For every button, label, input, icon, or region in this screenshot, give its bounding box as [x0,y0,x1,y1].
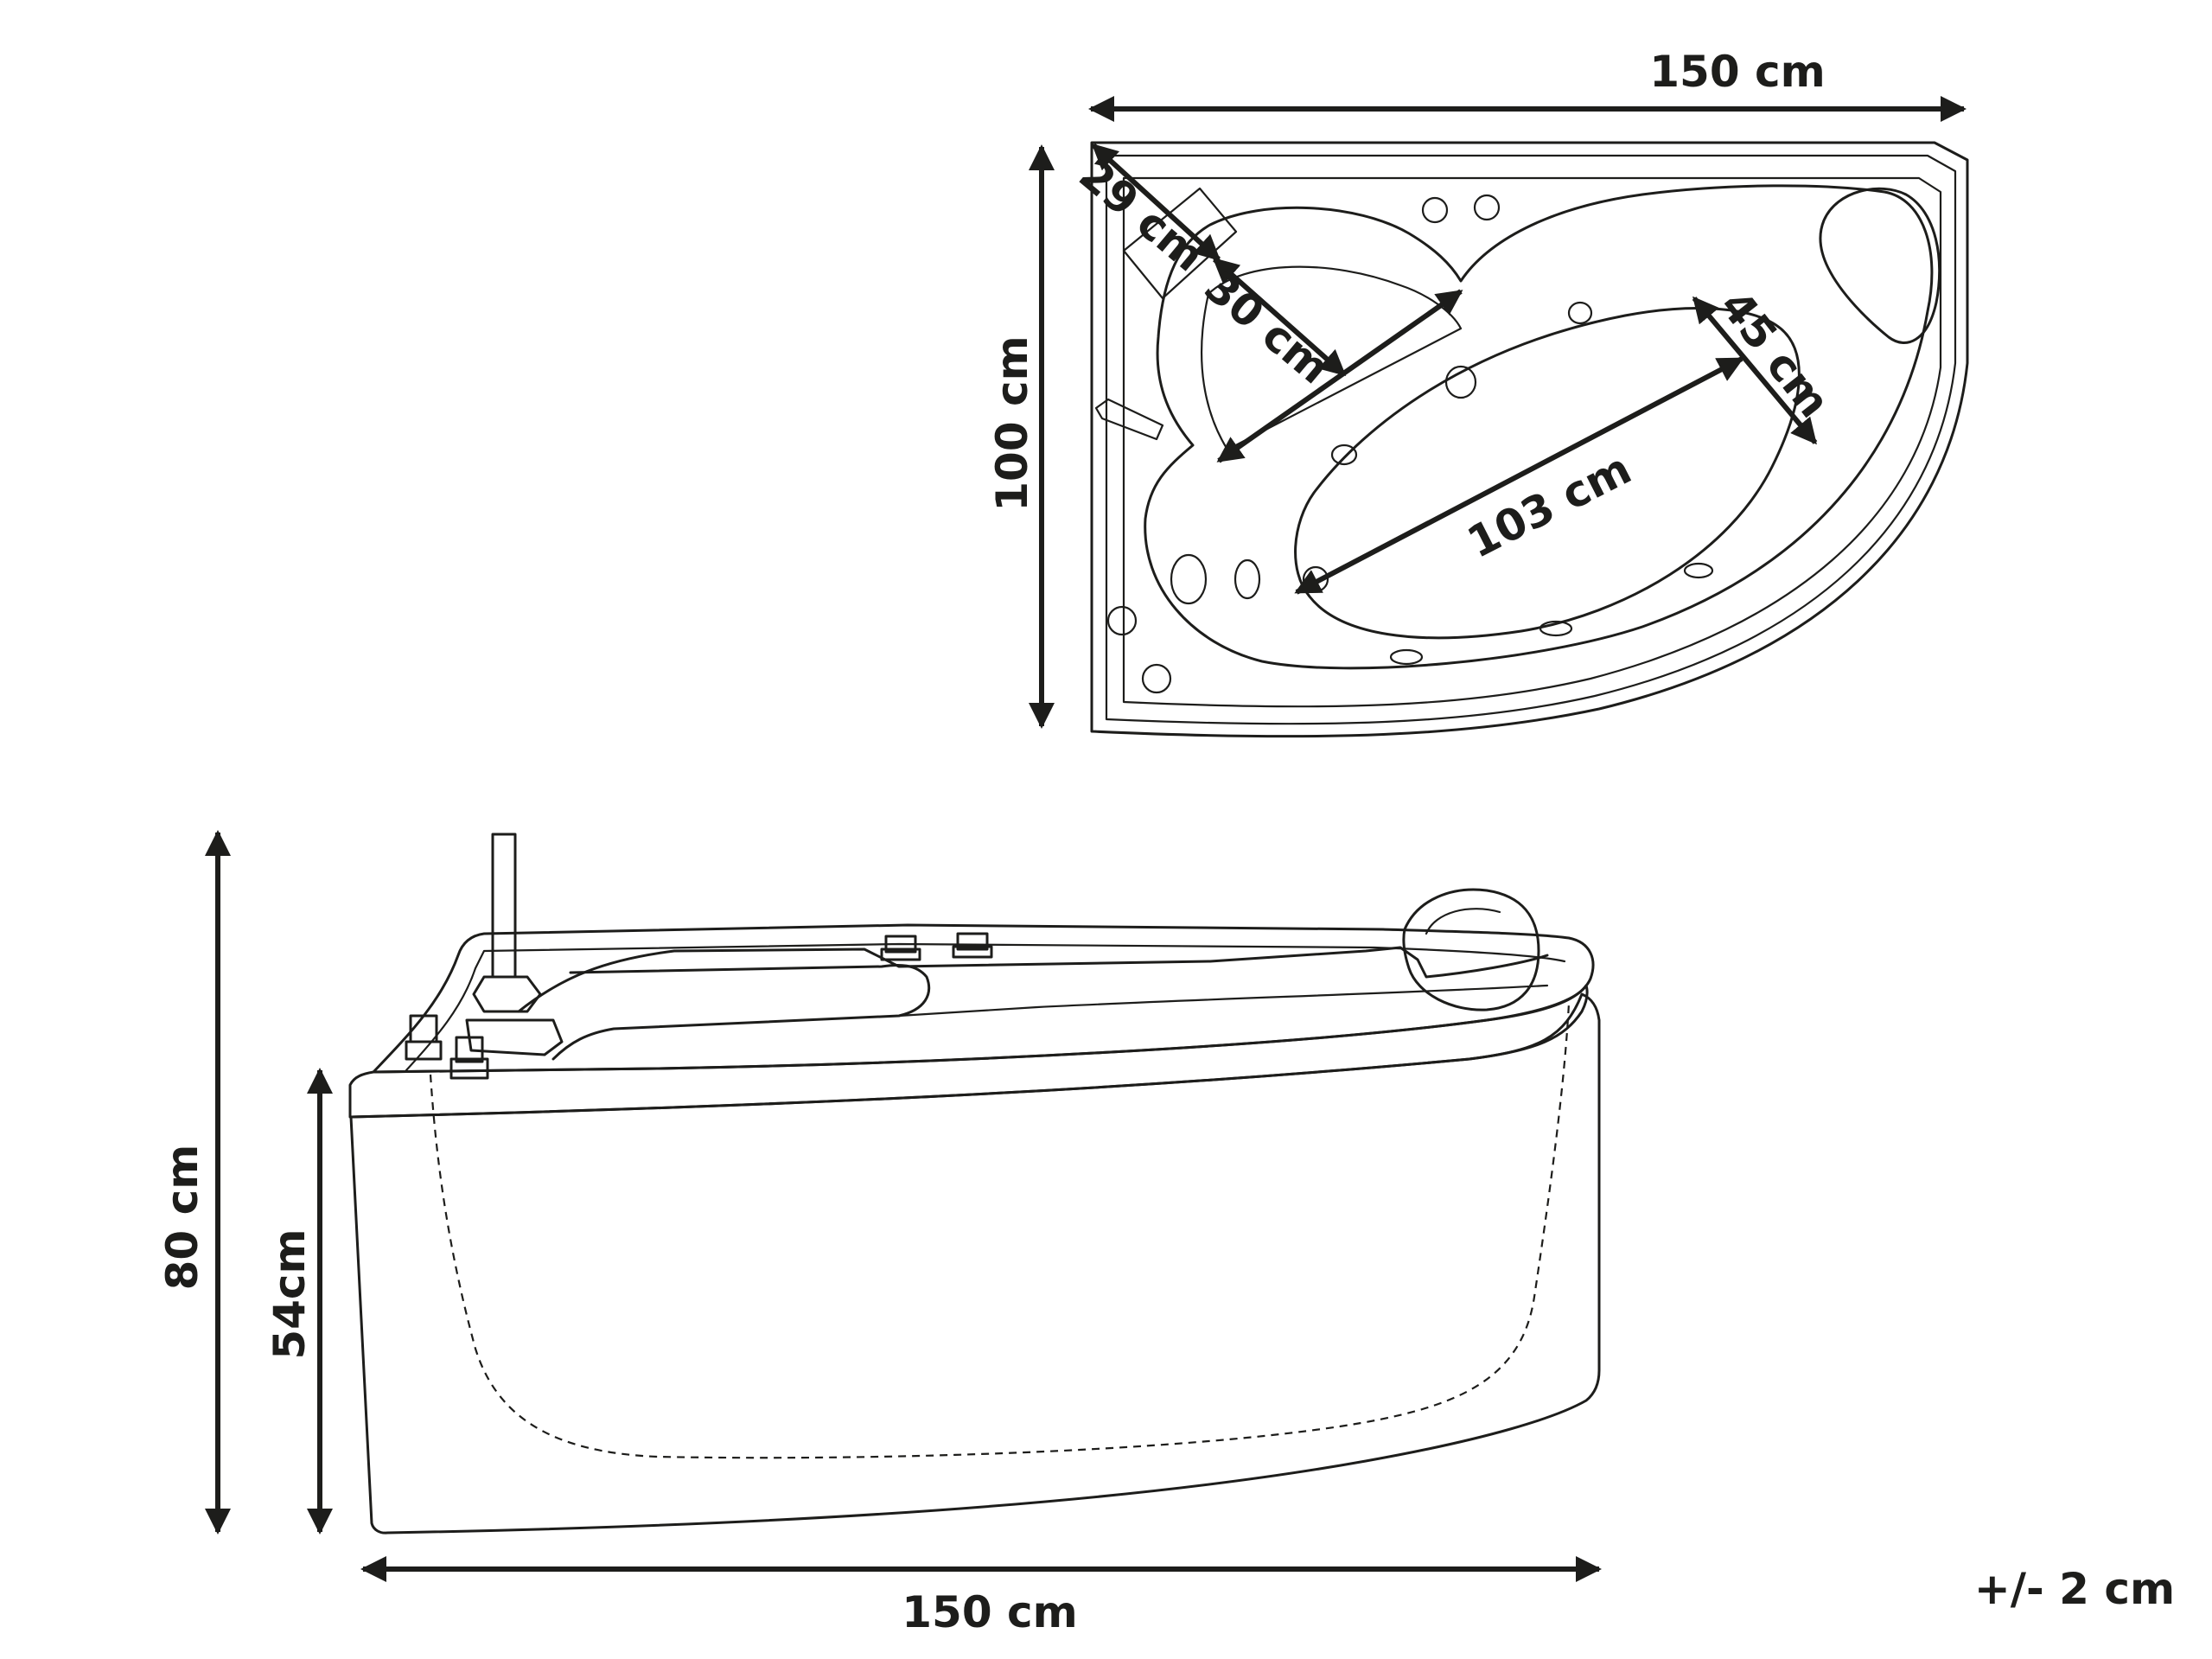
tub-inner-line [897,984,1549,1018]
hidden-basin-line [429,1002,1571,1459]
tub-outer-rim [1090,141,1969,738]
side-length-label: 150 cm [902,1587,1078,1637]
tub-inner-basin [1294,307,1801,640]
tub-deck-inner [405,942,1566,1072]
dim-45-arrow [1692,296,1818,445]
tub-basin-opening [517,946,1549,1013]
headrest [1819,187,1941,344]
dim-103-arrow [1294,356,1744,595]
knob-icon [1106,194,1501,694]
tub-inner-rim [1105,154,1957,725]
tub-deck [1122,176,1942,708]
tub-basin [1144,184,1934,670]
side-headrest [1402,888,1540,1011]
tub-body [349,992,1601,1535]
top-depth-label: 100 cm [987,335,1037,512]
side-view-drawing: 80 cm 54cm 150 cm [157,830,1602,1637]
side-height-total-label: 80 cm [157,1145,207,1291]
side-height-tub-label: 54cm [265,1228,315,1359]
tub-upper-deck [372,923,1595,1074]
dim-30-label: 30 cm [1195,262,1340,394]
dim-45-label: 45 cm [1711,281,1840,427]
dim-29-arrow [1091,143,1221,262]
tub-inner-wall [551,964,931,1061]
tub-top-rim [348,984,1589,1119]
top-width-label: 150 cm [1649,47,1826,97]
top-view-drawing: 150 cm 100 cm 29 cm 30 cm 45 cm 103 cm [987,47,1969,738]
faucet [1094,398,1164,441]
tolerance-note: +/- 2 cm [1974,1564,2175,1614]
knob-icon [405,932,993,1080]
faucet-tower [465,833,564,1056]
